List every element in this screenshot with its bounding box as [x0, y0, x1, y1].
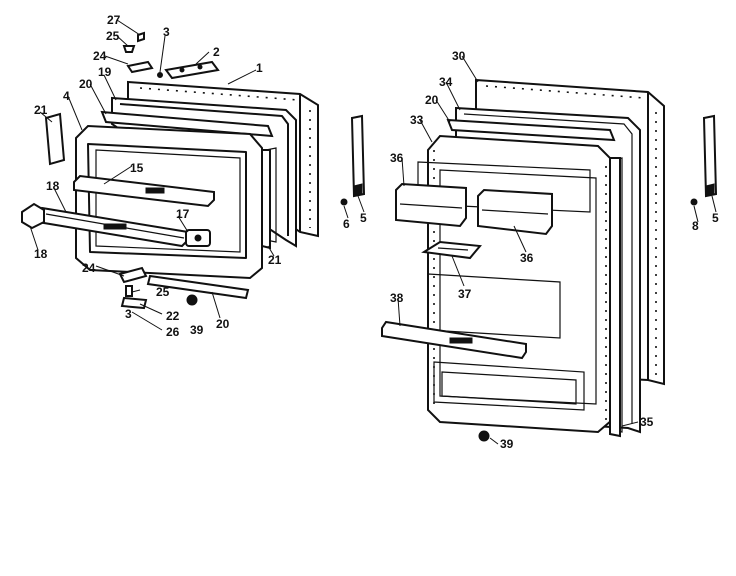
callout-5-center: 5 [360, 211, 367, 225]
callout-2: 2 [213, 45, 220, 59]
callout-21: 21 [34, 103, 48, 117]
shelf-bar-upper [73, 174, 215, 208]
door-latch [185, 229, 211, 247]
callout-20-right: 20 [425, 93, 439, 107]
callout-20: 20 [79, 77, 93, 91]
shelf-end-cap [21, 202, 45, 230]
callout-26: 26 [166, 325, 180, 339]
callout-22: 22 [166, 309, 180, 323]
callout-34: 34 [439, 75, 453, 89]
freezer-door-assembly [21, 31, 319, 310]
callout-39-right: 39 [500, 437, 514, 451]
callout-8: 8 [692, 219, 699, 233]
callout-37: 37 [458, 287, 472, 301]
callout-24-lower: 24 [82, 261, 96, 275]
callout-24: 24 [93, 49, 107, 63]
bottom-hinge-parts [118, 266, 148, 310]
callout-5-right: 5 [712, 211, 719, 225]
callout-25: 25 [106, 29, 120, 43]
door-handle-right [702, 114, 718, 198]
hinge-hardware-top [122, 31, 163, 78]
breaker-strip-bottom [146, 274, 250, 300]
callout-3-lower: 3 [125, 307, 132, 321]
callout-1: 1 [256, 61, 263, 75]
callout-17: 17 [176, 207, 190, 221]
callout-30: 30 [452, 49, 466, 63]
breaker-strip-side-right [261, 149, 271, 250]
callout-19: 19 [98, 65, 112, 79]
callout-labels-left: 27 25 24 3 2 1 20 19 4 21 15 18 17 18 21… [34, 13, 282, 339]
plug-button [186, 294, 198, 306]
breaker-strip-side-left [44, 112, 66, 166]
callout-27: 27 [107, 13, 121, 27]
leader-lines [29, 19, 717, 445]
callout-20-lower: 20 [216, 317, 230, 331]
callout-38: 38 [390, 291, 404, 305]
callout-36-right: 36 [520, 251, 534, 265]
callout-33: 33 [410, 113, 424, 127]
breaker-strip-top-right [446, 118, 616, 142]
callout-18-lower: 18 [34, 247, 48, 261]
callout-36-left: 36 [390, 151, 404, 165]
small-shelf [421, 240, 482, 260]
butter-compartment-door-right [477, 188, 553, 236]
breaker-strip-side-right-2 [609, 157, 621, 438]
callout-15: 15 [130, 161, 144, 175]
handle-screw-right [690, 198, 698, 206]
callout-labels-right: 30 34 20 33 36 36 37 38 35 39 5 6 5 8 [343, 49, 719, 451]
door-handle-center [350, 114, 366, 198]
callout-35: 35 [640, 415, 654, 429]
breaker-strip-top [100, 110, 274, 138]
handle-screw-center [340, 198, 348, 206]
callout-6: 6 [343, 217, 350, 231]
fresh-food-door-assembly [381, 78, 665, 442]
callout-3: 3 [163, 25, 170, 39]
callout-18-upper: 18 [46, 179, 60, 193]
plug-button-right [478, 430, 490, 442]
callout-21-right: 21 [268, 253, 282, 267]
butter-compartment-door-left [395, 182, 467, 228]
callout-4: 4 [63, 89, 70, 103]
callout-25-lower: 25 [156, 285, 170, 299]
top-hinge [164, 60, 220, 80]
callout-39: 39 [190, 323, 204, 337]
shelf-bar-lower-right [381, 320, 527, 360]
